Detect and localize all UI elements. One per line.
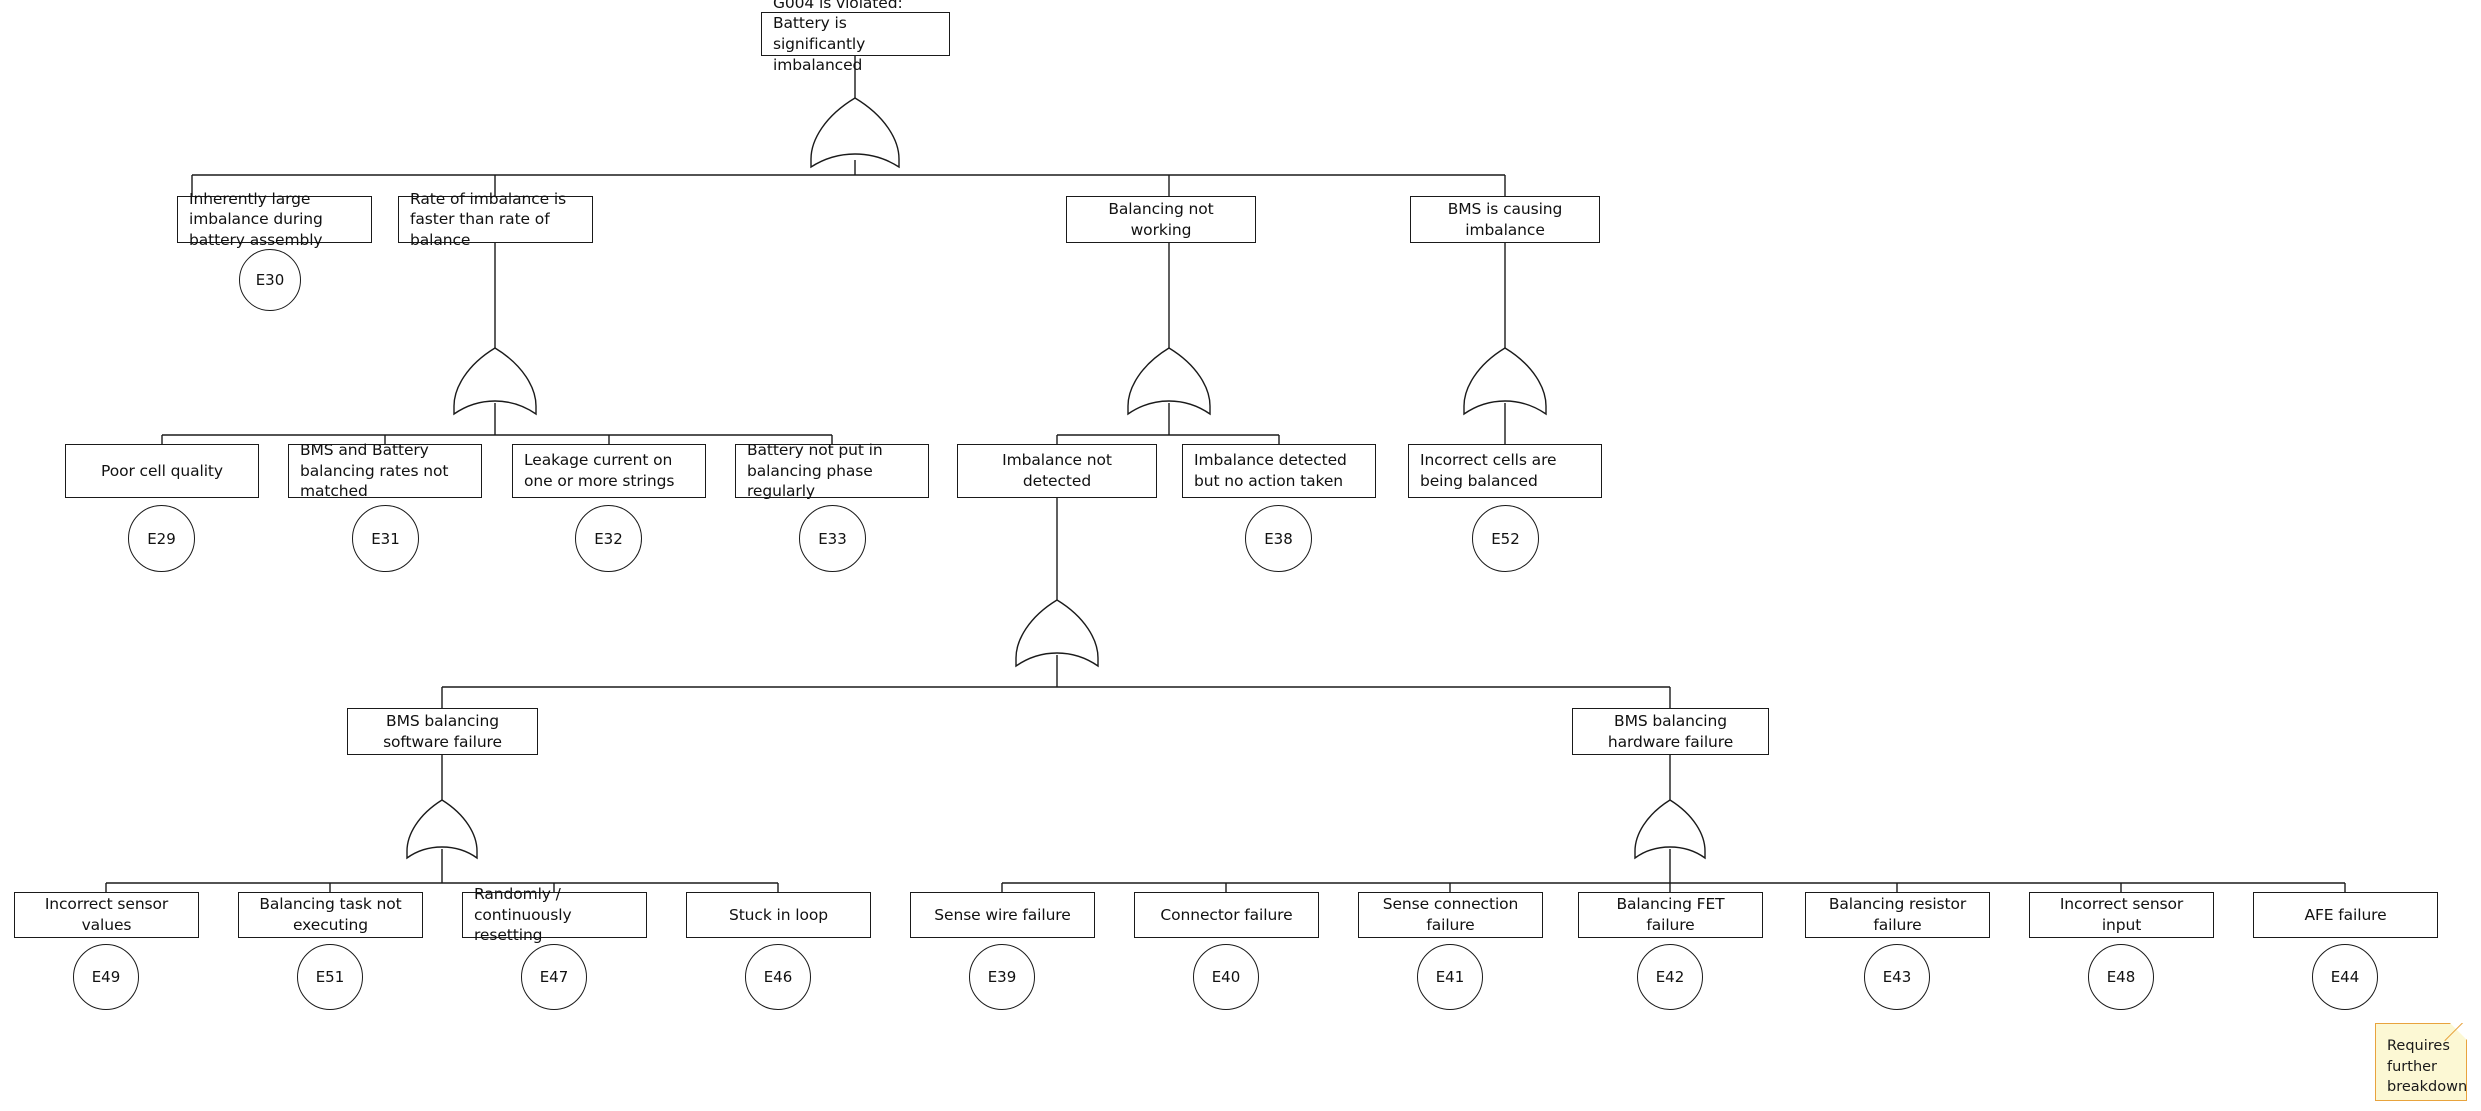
basic-event-e31[interactable]: E31 — [352, 505, 419, 572]
node-label: Randomly / continuously resetting — [474, 885, 572, 945]
top-event-label: G004 is violated: Battery is significant… — [773, 0, 903, 74]
basic-event-e44[interactable]: E44 — [2312, 944, 2378, 1010]
node-label: Battery not put in balancing phase regul… — [747, 441, 883, 501]
node-bms-causing-imbalance[interactable]: BMS is causing imbalance — [1410, 196, 1600, 243]
sticky-note-line-2: further — [2387, 1058, 2438, 1075]
basic-event-label: E30 — [255, 271, 285, 289]
basic-event-label: E51 — [315, 968, 345, 986]
basic-event-label: E39 — [987, 968, 1017, 986]
node-bms-battery-rates-not-matched[interactable]: BMS and Battery balancing rates not matc… — [288, 441, 482, 500]
node-incorrect-sensor-input[interactable]: Incorrect sensor input — [2029, 892, 2214, 938]
basic-event-e49[interactable]: E49 — [73, 944, 139, 1010]
basic-event-e46[interactable]: E46 — [745, 944, 811, 1010]
node-poor-cell-quality[interactable]: Poor cell quality — [65, 444, 259, 498]
basic-event-e38[interactable]: E38 — [1245, 505, 1312, 572]
node-label: Stuck in loop — [728, 905, 829, 924]
node-label: Balancing not working — [1108, 199, 1214, 239]
basic-event-label: E32 — [594, 529, 623, 548]
basic-event-e29[interactable]: E29 — [128, 505, 195, 572]
basic-event-e41[interactable]: E41 — [1417, 944, 1483, 1010]
basic-event-label: E52 — [1491, 529, 1520, 548]
node-sense-wire-failure[interactable]: Sense wire failure — [910, 892, 1095, 938]
node-randomly-continuously-resetting[interactable]: Randomly / continuously resetting — [462, 885, 647, 944]
node-label: Poor cell quality — [101, 461, 223, 480]
node-afe-failure[interactable]: AFE failure — [2253, 892, 2438, 938]
node-imbalance-detected-no-action[interactable]: Imbalance detected but no action taken — [1182, 444, 1376, 498]
node-incorrect-sensor-values[interactable]: Incorrect sensor values — [14, 892, 199, 938]
top-event-node[interactable]: G004 is violated: Battery is significant… — [761, 0, 950, 74]
node-balancing-task-not-executing[interactable]: Balancing task not executing — [238, 892, 423, 938]
basic-event-e51[interactable]: E51 — [297, 944, 363, 1010]
basic-event-e47[interactable]: E47 — [521, 944, 587, 1010]
node-battery-not-balanced-regularly[interactable]: Battery not put in balancing phase regul… — [735, 441, 929, 500]
basic-event-label: E33 — [818, 529, 847, 548]
basic-event-label: E44 — [2330, 968, 2360, 986]
node-bms-balancing-software-failure[interactable]: BMS balancing software failure — [347, 708, 538, 755]
basic-event-label: E41 — [1435, 968, 1465, 986]
node-inherently-large-imbalance[interactable]: Inherently large imbalance during batter… — [177, 190, 372, 249]
basic-event-e52[interactable]: E52 — [1472, 505, 1539, 572]
basic-event-e30[interactable]: E30 — [239, 249, 301, 311]
node-label: Sense connection failure — [1382, 895, 1519, 934]
basic-event-e33[interactable]: E33 — [799, 505, 866, 572]
node-sense-connection-failure[interactable]: Sense connection failure — [1358, 892, 1543, 938]
basic-event-label: E29 — [147, 529, 176, 548]
node-label: Inherently large imbalance during batter… — [189, 189, 323, 249]
basic-event-label: E43 — [1882, 968, 1912, 986]
node-incorrect-cells-balanced[interactable]: Incorrect cells are being balanced — [1408, 444, 1602, 498]
basic-event-label: E48 — [2106, 968, 2136, 986]
node-label: Incorrect cells are being balanced — [1420, 451, 1557, 490]
node-leakage-current[interactable]: Leakage current on one or more strings — [512, 444, 706, 498]
node-balancing-resistor-failure[interactable]: Balancing resistor failure — [1805, 892, 1990, 938]
node-stuck-in-loop[interactable]: Stuck in loop — [686, 892, 871, 938]
sticky-note-line-1: Requires — [2387, 1038, 2450, 1054]
basic-event-label: E31 — [371, 529, 400, 548]
node-label: BMS is causing imbalance — [1447, 199, 1563, 239]
node-label: Rate of imbalance is faster than rate of… — [410, 189, 567, 249]
basic-event-label: E49 — [91, 968, 121, 986]
node-label: Sense wire failure — [934, 905, 1071, 924]
node-label: BMS balancing hardware failure — [1607, 711, 1734, 751]
node-balancing-not-working[interactable]: Balancing not working — [1066, 196, 1256, 243]
node-balancing-fet-failure[interactable]: Balancing FET failure — [1578, 892, 1763, 938]
sticky-note-requires-further-breakdown[interactable]: Requires further breakdown — [2375, 1023, 2467, 1101]
basic-event-label: E40 — [1211, 968, 1241, 986]
node-label: Leakage current on one or more strings — [524, 451, 675, 490]
basic-event-e42[interactable]: E42 — [1637, 944, 1703, 1010]
node-connector-failure[interactable]: Connector failure — [1134, 892, 1319, 938]
sticky-note-fold-line-icon — [2443, 1023, 2467, 1047]
basic-event-label: E38 — [1264, 529, 1293, 548]
node-label: AFE failure — [2304, 905, 2387, 924]
node-imbalance-not-detected[interactable]: Imbalance not detected — [957, 444, 1157, 498]
node-rate-of-imbalance[interactable]: Rate of imbalance is faster than rate of… — [398, 190, 593, 249]
node-label: BMS balancing software failure — [383, 711, 502, 751]
node-label: Imbalance not detected — [1002, 451, 1112, 490]
node-label: Balancing resistor failure — [1828, 895, 1967, 934]
node-label: Incorrect sensor input — [2059, 895, 2184, 934]
node-label: BMS and Battery balancing rates not matc… — [300, 441, 449, 501]
node-bms-balancing-hardware-failure[interactable]: BMS balancing hardware failure — [1572, 708, 1769, 755]
basic-event-e40[interactable]: E40 — [1193, 944, 1259, 1010]
basic-event-e32[interactable]: E32 — [575, 505, 642, 572]
node-label: Balancing FET failure — [1616, 895, 1725, 934]
basic-event-e43[interactable]: E43 — [1864, 944, 1930, 1010]
node-label: Incorrect sensor values — [44, 895, 169, 934]
basic-event-label: E47 — [539, 968, 569, 986]
node-label: Connector failure — [1160, 905, 1293, 924]
node-label: Imbalance detected but no action taken — [1194, 451, 1347, 490]
sticky-note-line-3: breakdown — [2387, 1079, 2468, 1096]
basic-event-e48[interactable]: E48 — [2088, 944, 2154, 1010]
basic-event-label: E42 — [1655, 968, 1685, 986]
basic-event-e39[interactable]: E39 — [969, 944, 1035, 1010]
basic-event-label: E46 — [763, 968, 793, 986]
node-label: Balancing task not executing — [259, 895, 402, 934]
